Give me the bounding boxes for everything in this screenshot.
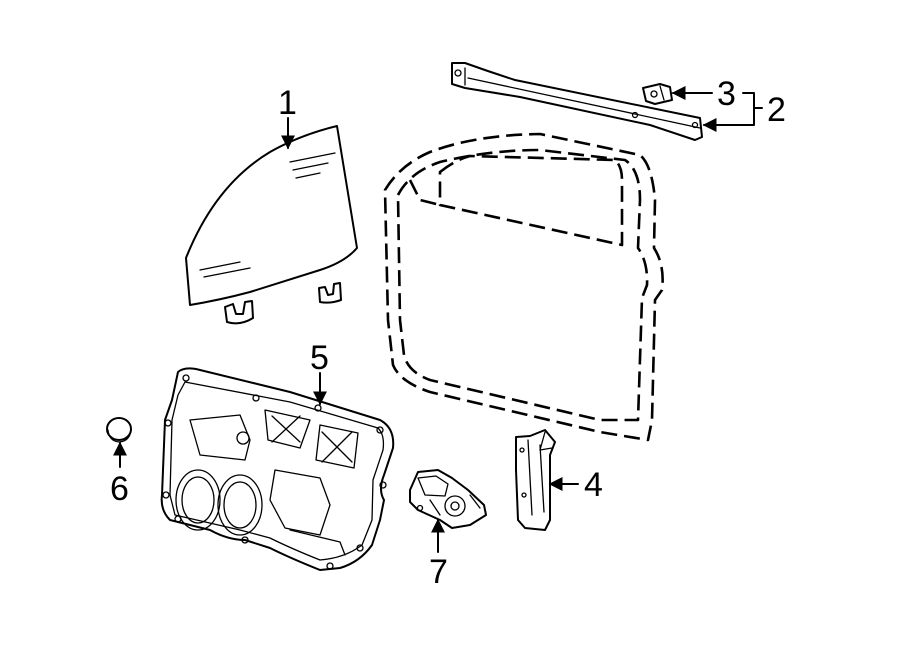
door-shell-outline <box>383 132 664 442</box>
callout-7: 7 <box>429 553 448 591</box>
callout-4: 4 <box>584 466 603 504</box>
glass-run-channel <box>515 429 556 531</box>
window-motor <box>409 469 487 529</box>
door-glass <box>185 125 358 325</box>
callout-1: 1 <box>278 84 297 122</box>
upper-bracket <box>451 62 703 141</box>
bracket-clip <box>642 83 673 105</box>
bracket-2 <box>741 92 755 126</box>
callout-6: 6 <box>110 470 129 508</box>
plug <box>106 417 132 443</box>
door-inner-panel <box>160 367 395 571</box>
callout-3: 3 <box>717 75 736 113</box>
callout-2: 2 <box>767 91 786 129</box>
leader-lines <box>113 86 763 553</box>
callout-5: 5 <box>310 339 329 377</box>
